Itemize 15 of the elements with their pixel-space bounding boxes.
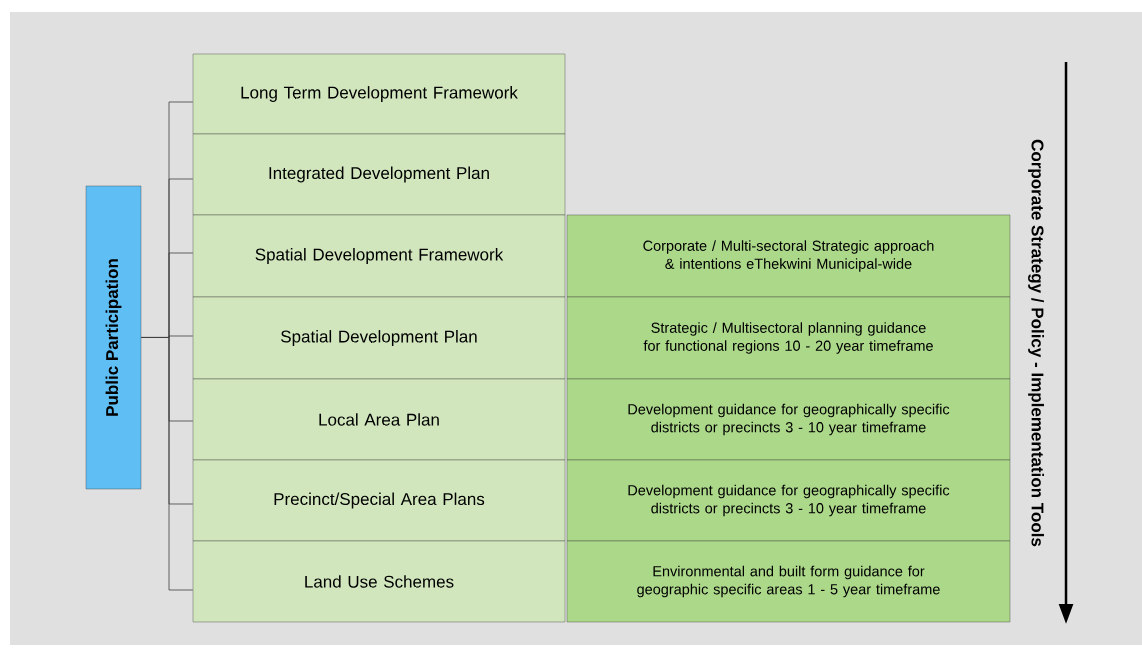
description-box: Environmental and built form guidance for geographic specific areas 1 - 5 year timeframe <box>566 540 1011 623</box>
plan-box: Local Area Plan <box>192 378 566 461</box>
bracket-line <box>140 337 194 591</box>
participation-box: Public Participation <box>85 185 142 490</box>
plan-box: Precinct/Special Area Plans <box>192 459 566 542</box>
description-box: Development guidance for geographically specific districts or precincts 3 - 10 year timeframe <box>566 459 1011 542</box>
axis-label: Corporate Strategy / Policy - Implementation Tools <box>1028 139 1044 547</box>
description-box: Corporate / Multi-sectoral Strategic approach & intentions eThekwini Municipal-wide <box>566 214 1011 298</box>
plan-box: Integrated Development Plan <box>192 133 566 216</box>
description-box: Strategic / Multisectoral planning guidance for functional regions 10 - 20 year timeframe <box>566 296 1011 380</box>
plan-box: Spatial Development Plan <box>192 296 566 380</box>
plan-box: Spatial Development Framework <box>192 214 566 298</box>
plan-box: Long Term Development Framework <box>192 53 566 135</box>
description-box: Development guidance for geographically specific districts or precincts 3 - 10 year timeframe <box>566 378 1011 461</box>
plan-box: Land Use Schemes <box>192 540 566 623</box>
